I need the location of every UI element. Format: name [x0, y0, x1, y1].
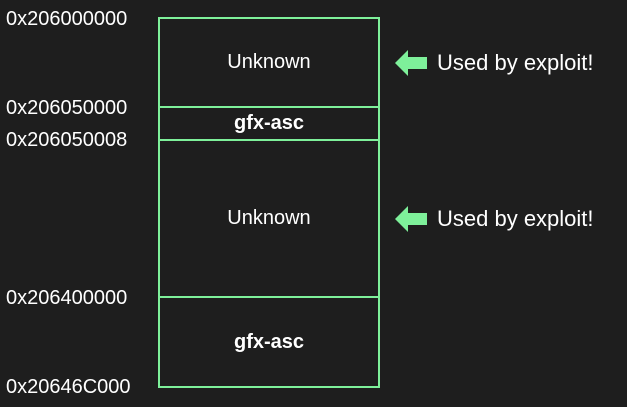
memory-block-gfx-asc-2: gfx-asc — [158, 298, 380, 388]
memory-block-label: gfx-asc — [233, 112, 305, 134]
arrow-left-icon — [395, 50, 427, 76]
annotation-text: Used by exploit! — [437, 50, 594, 75]
memory-block-label: Unknown — [227, 207, 311, 229]
address-label-3: 0x206400000 — [6, 287, 128, 309]
exploit-annotation-2: Used by exploit! — [395, 206, 594, 232]
memory-block-label: gfx-asc — [233, 330, 305, 353]
address-label-0: 0x206000000 — [6, 8, 128, 30]
annotation-text: Used by exploit! — [437, 206, 594, 231]
address-label-2: 0x206050008 — [6, 129, 128, 151]
arrow-left-icon — [395, 206, 427, 232]
memory-block-label: Unknown — [227, 51, 311, 73]
address-label-1: 0x206050000 — [6, 97, 128, 119]
exploit-annotation-1: Used by exploit! — [395, 50, 594, 76]
memory-block-gfx-asc-1: gfx-asc — [158, 108, 380, 141]
memory-block-unknown-1: Unknown — [158, 17, 380, 108]
memory-block-unknown-2: Unknown — [158, 141, 380, 298]
address-label-4: 0x20646C000 — [6, 376, 131, 398]
